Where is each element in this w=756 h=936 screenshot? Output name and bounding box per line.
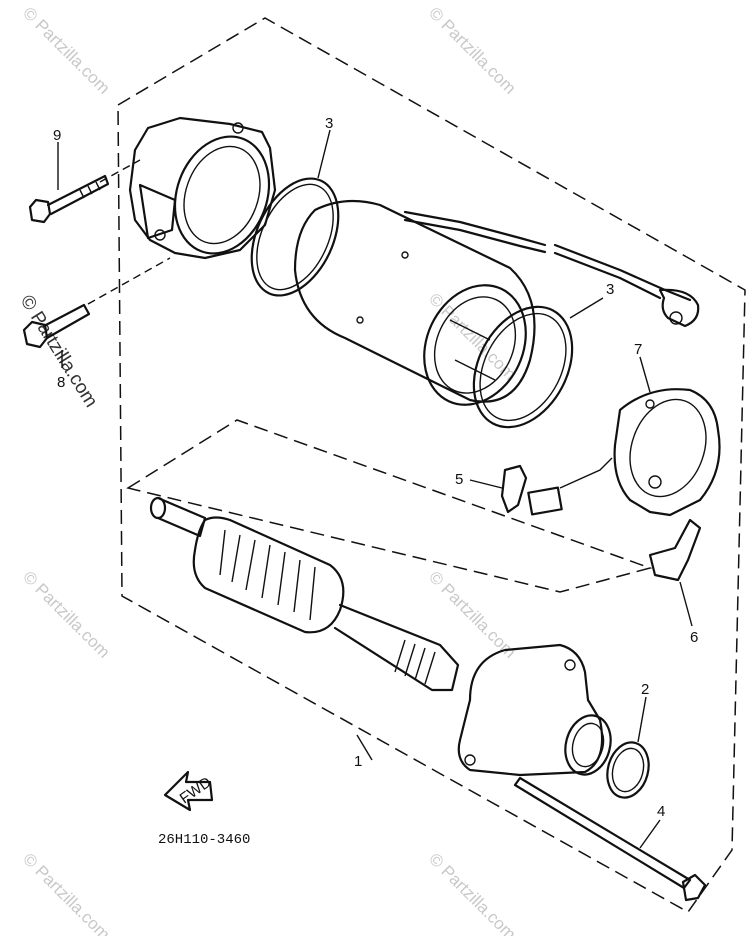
callout-2: 2 bbox=[641, 681, 649, 698]
part-1-armature bbox=[149, 496, 460, 761]
watermark-4: © Partzilla.com bbox=[425, 567, 519, 661]
part-6-brush bbox=[648, 518, 702, 627]
watermark-6: © Partzilla.com bbox=[425, 849, 519, 936]
watermark-3: © Partzilla.com bbox=[19, 567, 113, 661]
watermark-main: © Partzilla.com bbox=[16, 292, 102, 412]
watermark-2: © Partzilla.com bbox=[425, 3, 519, 97]
part-3-o-ring-upper bbox=[250, 129, 340, 297]
part-5-brush bbox=[469, 457, 613, 516]
callout-5: 5 bbox=[455, 471, 463, 488]
watermark-5: © Partzilla.com bbox=[19, 849, 113, 936]
rear-cover bbox=[457, 643, 612, 777]
part-8-bolt bbox=[22, 303, 91, 368]
fwd-arrow bbox=[163, 770, 214, 812]
motor-yoke-housing bbox=[293, 199, 700, 406]
part-3-o-ring-lower bbox=[472, 297, 604, 429]
callout-7: 7 bbox=[634, 341, 642, 358]
callout-6: 6 bbox=[690, 629, 698, 646]
front-bracket bbox=[87, 116, 277, 305]
part-2-o-ring bbox=[606, 696, 650, 799]
callout-8: 8 bbox=[57, 374, 65, 391]
assembly-outline bbox=[117, 17, 746, 913]
callout-3-lower: 3 bbox=[606, 281, 614, 298]
part-9-bolt bbox=[28, 142, 110, 224]
part-4-through-bolt bbox=[513, 776, 707, 902]
callout-3-upper: 3 bbox=[325, 115, 333, 132]
callout-9: 9 bbox=[53, 127, 61, 144]
callout-1: 1 bbox=[354, 753, 362, 770]
part-7-brush-plate bbox=[613, 356, 721, 517]
armature-subassembly-outline bbox=[126, 419, 653, 593]
callout-4: 4 bbox=[657, 803, 665, 820]
watermark-1: © Partzilla.com bbox=[19, 3, 113, 97]
drawing-code: 26H110-3460 bbox=[158, 832, 250, 848]
